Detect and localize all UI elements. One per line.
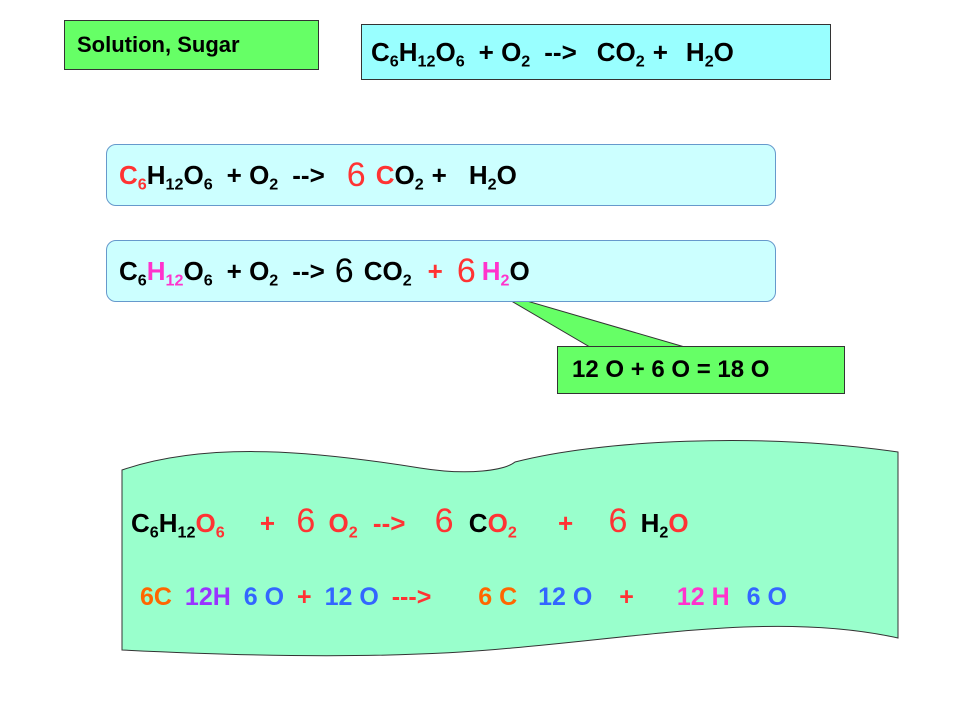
unbalanced-equation: C6H12O6 + O2 --> CO2 + H2O [361, 24, 831, 80]
glucose: C6H12O6 [371, 36, 465, 71]
carbon-balanced-equation: C6H12O6 + O2 --> 6 CO2 + H2O [106, 144, 776, 206]
water-term: H2O [481, 255, 530, 290]
arrow: --> [544, 36, 577, 67]
arrow: --> [292, 159, 325, 190]
co2-term: CO2 [468, 508, 517, 542]
title-box: Solution, Sugar [64, 20, 319, 70]
plus-sign: + [297, 583, 312, 611]
right-oxygen: 12 O [538, 583, 593, 611]
wavy-banner [121, 440, 899, 657]
glucose: C6H12O6 [131, 508, 225, 542]
arrow: --> [372, 508, 406, 538]
oxygen-term: + O2 [478, 36, 531, 71]
co2-term: CO2 [363, 255, 412, 290]
arrow: --> [292, 255, 325, 286]
water-term: H2O [468, 159, 517, 194]
oxygen-term: + O2 [226, 255, 279, 290]
atom-count-line: 6C 12H 6 O + 12 O ---> 6 C 12 O + 12 H 6… [140, 583, 787, 612]
water-coefficient: 6 [608, 502, 628, 540]
co2-coefficient: 6 [346, 155, 366, 194]
plus-sign: + [431, 159, 447, 190]
plus-sign: + [652, 36, 668, 67]
water-coefficient: 6 [456, 251, 476, 290]
plus-sign: + [619, 583, 634, 611]
left-hydrogen: 12H [184, 583, 231, 611]
callout-label: 12 O + 6 O = 18 O [572, 356, 770, 383]
plus-sign: + [558, 508, 574, 538]
title-label: Solution, Sugar [77, 32, 240, 57]
oxygen-term: + O2 [226, 159, 279, 194]
left-oxygen-2: 12 O [324, 583, 379, 611]
water-term: H2O [685, 36, 734, 71]
oxygen-term: O2 [328, 508, 358, 542]
left-oxygen: 6 O [243, 583, 285, 611]
hydrogen-balanced-equation: C6H12O6 + O2 --> 6 CO2 + 6 H2O [106, 240, 776, 302]
right-oxygen-2: 6 O [746, 583, 787, 611]
right-carbon: 6 C [478, 583, 518, 611]
co2-coefficient: 6 [434, 502, 454, 540]
oxygen-count-callout: 12 O + 6 O = 18 O [557, 346, 845, 394]
arrow: ---> [391, 583, 432, 611]
o2-coefficient: 6 [296, 502, 316, 540]
water-term: H2O [640, 508, 689, 542]
co2-coefficient: 6 [334, 251, 354, 290]
glucose: C6H12O6 [119, 255, 213, 290]
co2-term: CO2 [375, 159, 424, 194]
glucose: C6H12O6 [119, 159, 213, 194]
right-hydrogen: 12 H [676, 583, 730, 611]
plus-sign: + [427, 255, 443, 286]
plus-sign: + [259, 508, 276, 538]
left-carbon: 6C [140, 583, 172, 611]
balanced-equation: C6H12O6 + 6 O2 --> 6 CO2 + 6 H2O [131, 502, 689, 541]
co2-term: CO2 [596, 36, 645, 71]
